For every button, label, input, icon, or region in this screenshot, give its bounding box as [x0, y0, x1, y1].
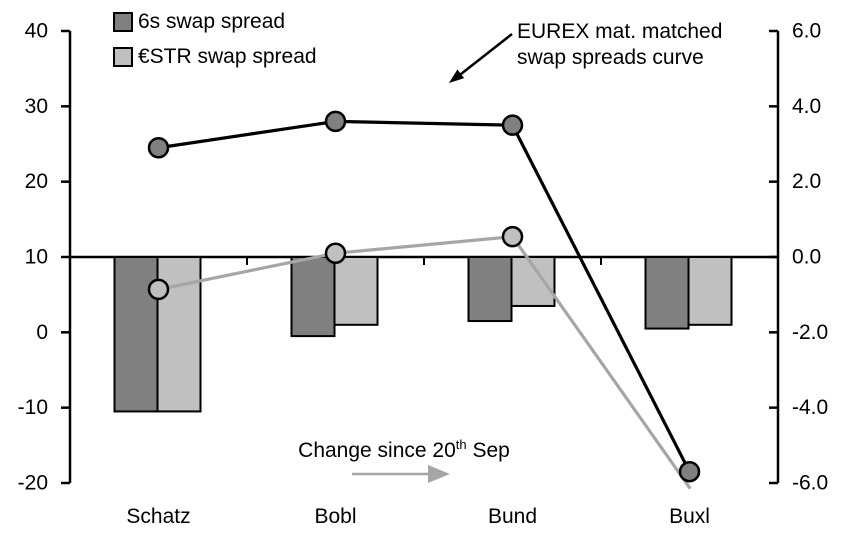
marker-estr-bund — [501, 225, 524, 248]
legend-item-6s: 6s swap spread — [113, 11, 317, 33]
right-axis-tick-label: 6.0 — [792, 20, 821, 43]
curve-annotation-arrowhead-icon — [449, 69, 465, 83]
marker-6s-bobl — [324, 110, 347, 133]
legend-swatch-estr-icon — [113, 47, 133, 67]
bar-6s-schatz — [113, 256, 159, 413]
bar-6s-bobl — [290, 256, 336, 338]
marker-6s-schatz — [147, 137, 170, 159]
right-axis-tick-label: 2.0 — [792, 170, 821, 193]
change-annotation: Change since 20th Sep — [269, 437, 539, 463]
category-label-bund: Bund — [488, 505, 537, 528]
curve-annotation-arrow-icon — [460, 33, 513, 75]
left-axis-tick-label: 20 — [25, 170, 48, 193]
category-label-buxl: Buxl — [669, 505, 710, 528]
bar-estr-buxl — [687, 256, 733, 326]
curve-annotation-line2: swap spreads curve — [517, 46, 704, 69]
left-axis-tick-label: 30 — [25, 95, 48, 118]
legend-swatch-6s-icon — [113, 12, 133, 32]
line-6s-curve — [156, 119, 692, 474]
category-label-bobl: Bobl — [314, 505, 356, 528]
marker-6s-buxl — [678, 460, 701, 483]
change-annotation-arrowhead-icon — [428, 465, 450, 483]
right-axis-tick-label: -4.0 — [792, 396, 828, 419]
marker-6s-bund — [501, 114, 524, 136]
marker-estr-schatz — [147, 278, 170, 301]
marker-estr-bobl — [324, 242, 347, 264]
change-annotation-suffix: Sep — [466, 439, 510, 462]
right-axis-tick-label: 4.0 — [792, 95, 821, 118]
left-axis-tick-label: 40 — [25, 20, 48, 43]
right-axis-tick-label: 0.0 — [792, 246, 821, 269]
legend-item-estr: €STR swap spread — [113, 46, 317, 68]
bar-6s-bund — [467, 256, 513, 323]
bar-estr-bobl — [333, 256, 379, 326]
left-axis-tick-label: 0 — [36, 321, 48, 344]
left-axis-tick-label: -20 — [18, 472, 48, 495]
left-axis-tick-label: 10 — [25, 246, 48, 269]
right-axis-tick-label: -2.0 — [792, 321, 828, 344]
change-annotation-prefix: Change since 20 — [298, 439, 456, 462]
left-axis-tick-label: -10 — [18, 396, 48, 419]
legend: 6s swap spread €STR swap spread — [113, 11, 317, 81]
right-axis-tick-label: -6.0 — [792, 472, 828, 495]
line-estr-curve — [156, 235, 692, 490]
change-annotation-sup: th — [455, 437, 467, 452]
curve-annotation-line1: EUREX mat. matched — [517, 20, 723, 43]
bar-6s-buxl — [644, 256, 690, 330]
legend-label-6s: 6s swap spread — [138, 10, 286, 33]
legend-label-estr: €STR swap spread — [138, 45, 317, 68]
curve-annotation: EUREX mat. matched swap spreads curve — [517, 19, 722, 71]
category-label-schatz: Schatz — [126, 505, 190, 528]
